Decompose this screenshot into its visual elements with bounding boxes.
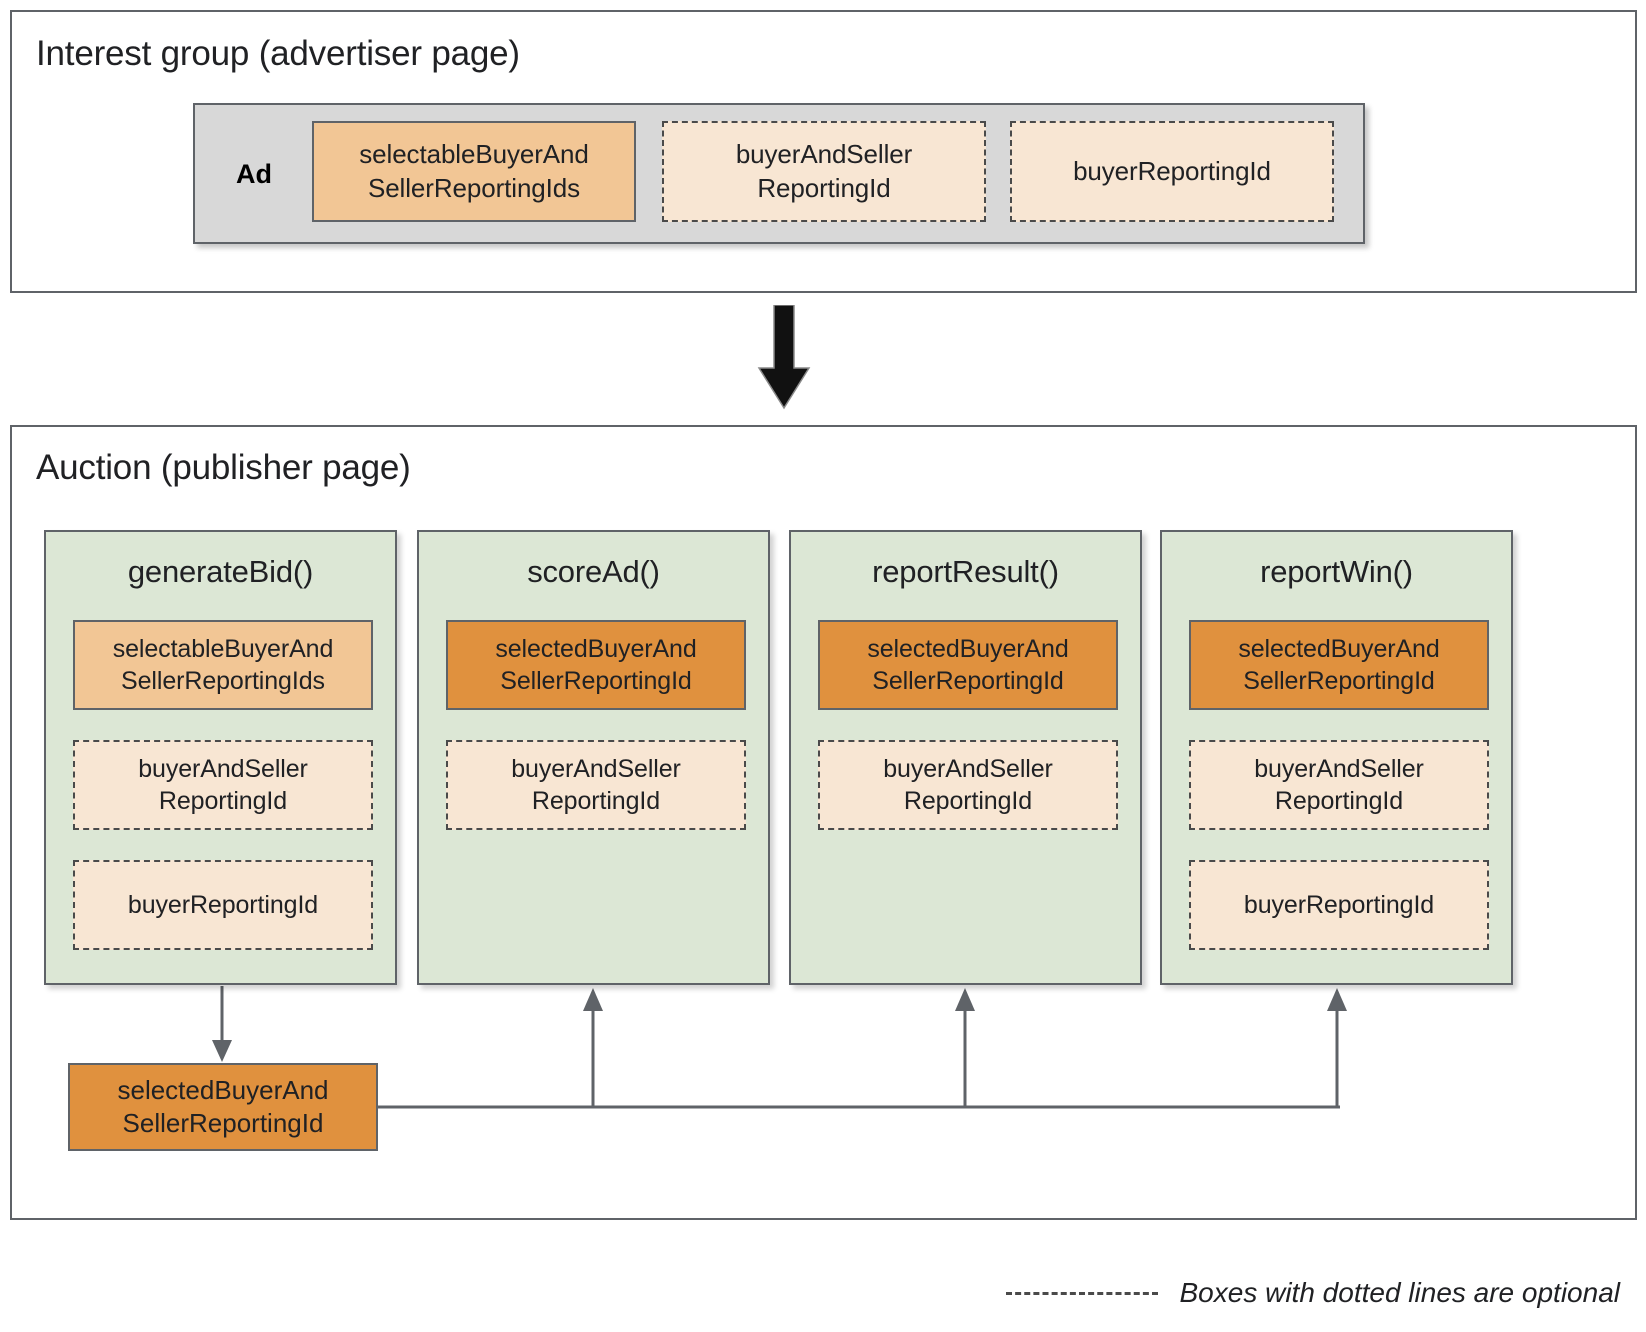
generatebid-box-buyer-reporting-id: buyerReportingId [73,860,373,950]
ad-label: Ad [236,159,272,189]
legend: Boxes with dotted lines are optional [880,1271,1620,1315]
box-label: buyerReportingId [127,891,319,919]
function-panel-title: reportResult() [872,554,1059,589]
function-panel-title: reportWin() [1260,554,1413,589]
function-panel-title: generateBid() [127,554,314,589]
function-panel-title: scoreAd() [527,554,660,589]
legend-dashed-line-sample [1005,1291,1158,1295]
ad-box-buyer-reporting-id: buyerReportingId [1010,121,1334,222]
box-label: buyerReportingId [1243,891,1435,919]
legend-label: Boxes with dotted lines are optional [1179,1277,1621,1308]
reportwin-box-buyer-reporting-id: buyerReportingId [1189,860,1489,950]
ad-box-label: buyerReportingId [1073,155,1271,186]
interest-group-title: Interest group (advertiser page) [36,34,520,73]
auction-title: Auction (publisher page) [36,448,411,487]
down-block-arrow-icon [757,305,811,410]
